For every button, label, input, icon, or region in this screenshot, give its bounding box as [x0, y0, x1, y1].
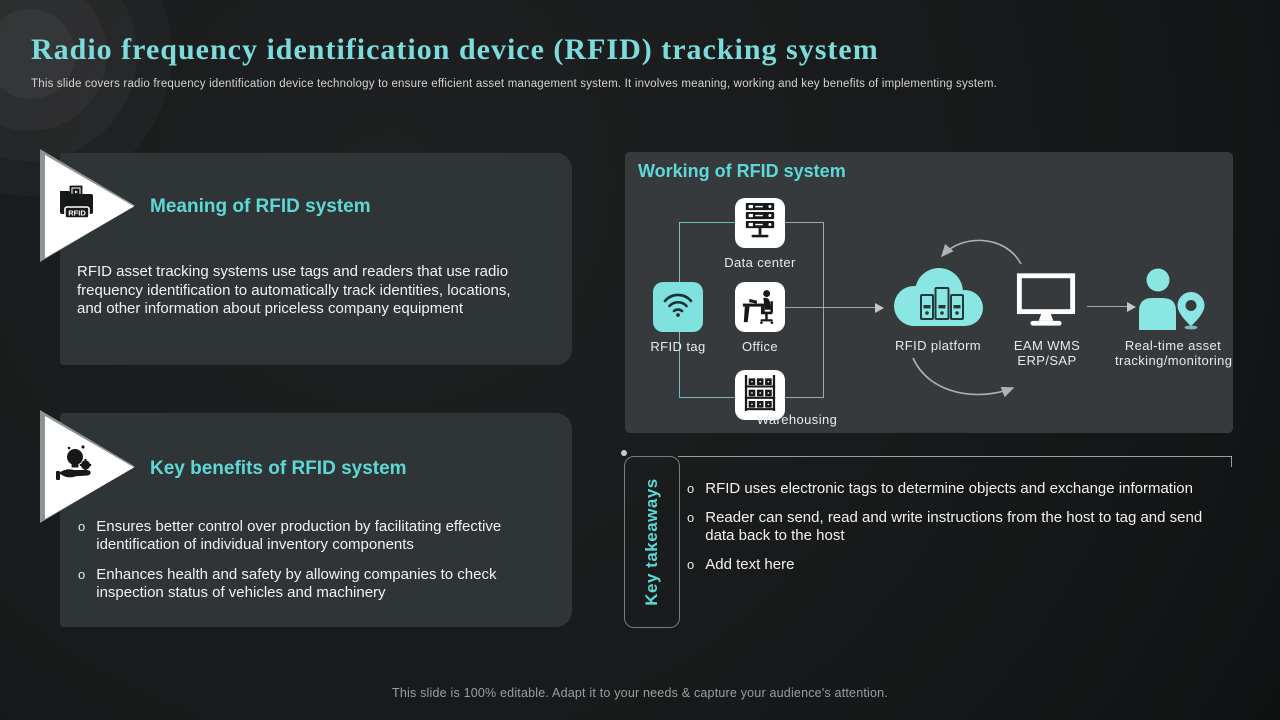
takeaway-item: o Add text here [687, 556, 1235, 574]
rfid-tag-label: RFID tag [650, 339, 706, 354]
connector-line [679, 222, 680, 282]
benefits-bullet-text: Enhances health and safety by allowing c… [96, 566, 497, 601]
connector-line [679, 222, 735, 223]
connector-line [679, 397, 735, 398]
meaning-card-title: Meaning of RFID system [150, 196, 371, 217]
working-panel-title: Working of RFID system [638, 161, 846, 181]
warehousing-node [735, 370, 785, 420]
benefits-bullet-list: o Ensures better control over production… [78, 518, 548, 602]
takeaways-end-tick [1231, 456, 1232, 467]
data-center-label: Data center [724, 255, 796, 270]
server-rack-icon [743, 202, 777, 245]
benefits-card [60, 413, 572, 627]
cloud-binders-icon [887, 262, 989, 337]
takeaways-label-box: Key takeaways [624, 456, 680, 628]
takeaway-text: Add text here [705, 556, 795, 573]
svg-text:RFID: RFID [68, 209, 86, 218]
meaning-card [60, 153, 572, 365]
takeaways-list: o RFID uses electronic tags to determine… [687, 480, 1235, 574]
rfid-folder-icon: RFID [57, 183, 97, 226]
takeaway-item: o RFID uses electronic tags to determine… [687, 480, 1235, 498]
bullet-marker: o [687, 557, 695, 572]
hand-bulb-gear-icon [55, 443, 101, 492]
benefits-bullet: o Enhances health and safety by allowing… [78, 566, 548, 602]
storage-shelf-icon [743, 374, 777, 417]
bullet-marker: o [687, 510, 695, 525]
office-label: Office [741, 339, 779, 354]
bullet-marker: o [687, 481, 695, 496]
takeaway-text: Reader can send, read and write instruct… [705, 509, 1203, 544]
office-node [735, 282, 785, 332]
decor-circle-inner [0, 9, 75, 99]
bullet-marker: o [78, 519, 86, 534]
takeaways-dot [621, 450, 627, 456]
takeaway-text: RFID uses electronic tags to determine o… [705, 480, 1193, 497]
takeaways-top-line [678, 456, 1232, 457]
connector-line [823, 222, 824, 398]
monitor-icon [1015, 271, 1077, 333]
benefits-card-title: Key benefits of RFID system [150, 458, 407, 479]
arrowhead [1127, 301, 1136, 312]
rfid-platform-label: RFID platform [894, 338, 982, 353]
arrowhead [875, 302, 884, 313]
person-at-desk-icon [741, 286, 779, 329]
benefits-bullet: o Ensures better control over production… [78, 518, 548, 554]
working-panel: Working of RFID system [625, 152, 1233, 433]
eam-label: EAM WMS ERP/SAP [1013, 338, 1081, 368]
page-subtitle: This slide covers radio frequency identi… [31, 78, 998, 90]
takeaway-item: o Reader can send, read and write instru… [687, 509, 1235, 545]
connector-line [785, 307, 877, 308]
wifi-icon [661, 290, 695, 324]
connector-line [1087, 306, 1129, 307]
realtime-label: Real-time asset tracking/monitoring [1115, 338, 1233, 368]
connector-line [785, 222, 823, 223]
footer-note: This slide is 100% editable. Adapt it to… [392, 686, 888, 700]
warehousing-label: Warehousing [756, 412, 838, 427]
page-title: Radio frequency identification device (R… [31, 33, 879, 66]
meaning-card-body: RFID asset tracking systems use tags and… [77, 263, 511, 317]
person-location-pin-icon [1133, 266, 1207, 335]
rfid-tag-node [653, 282, 703, 332]
takeaways-label: Key takeaways [642, 478, 661, 606]
data-center-node [735, 198, 785, 248]
connector-line [679, 332, 680, 397]
connector-line [785, 397, 823, 398]
benefits-bullet-text: Ensures better control over production b… [96, 518, 502, 553]
bullet-marker: o [78, 567, 86, 582]
